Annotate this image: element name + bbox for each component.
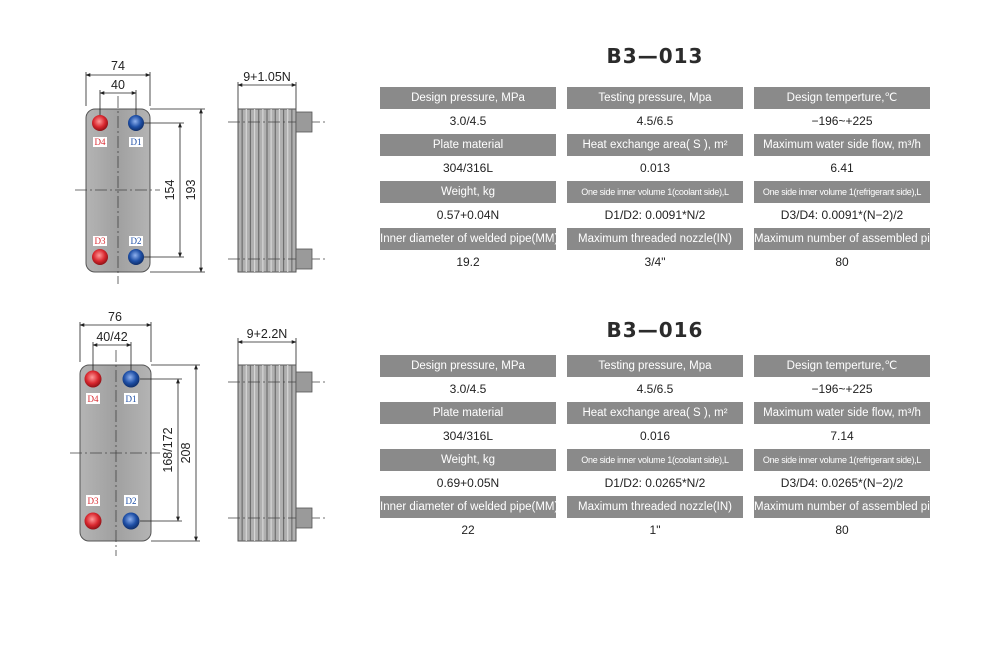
spec-label: Maximum water side flow, m³/h — [754, 134, 930, 156]
spec-value: 7.14 — [830, 429, 854, 443]
port-label: D2 — [126, 496, 137, 506]
spec-value: 19.2 — [456, 255, 480, 269]
dim-height: 208 — [179, 443, 193, 464]
spec-label: Maximum number of assembled pieces — [754, 496, 930, 518]
spec-label: Maximum number of assembled pieces — [754, 228, 930, 250]
spec-label: Plate material — [380, 134, 556, 156]
spec-value: 304/316L — [442, 161, 494, 175]
spec-value: 3/4" — [644, 255, 666, 269]
dim-port-spacing: 154 — [163, 180, 177, 201]
nozzle-icon — [295, 248, 313, 270]
dim-port-pitch: 40 — [111, 78, 125, 92]
spec-label: Weight, kg — [380, 181, 556, 203]
cold-port-icon — [128, 115, 144, 131]
spec-label: One side inner volume 1(coolant side),L — [567, 181, 743, 203]
port-label: D1 — [131, 137, 142, 147]
dim-port-spacing: 168/172 — [161, 427, 175, 472]
spec-label: Weight, kg — [380, 449, 556, 471]
dim-thickness: 9+2.2N — [247, 327, 288, 341]
spec-label: Maximum threaded nozzle(IN) — [567, 228, 743, 250]
cold-port-icon — [122, 370, 140, 388]
spec-label: One side inner volume 1(refrigerant side… — [754, 181, 930, 203]
port-label: D3 — [95, 236, 106, 246]
nozzle-icon — [295, 111, 313, 133]
spec-value: D3/D4: 0.0265*(N−2)/2 — [780, 476, 904, 490]
spec-value: 1" — [649, 523, 661, 537]
model-title: B3—016 — [606, 318, 704, 342]
spec-label: Heat exchange area( S ), m² — [567, 402, 743, 424]
spec-value: 0.57+0.04N — [436, 208, 500, 222]
spec-label: Maximum water side flow, m³/h — [754, 402, 930, 424]
dim-port-pitch: 40/42 — [96, 330, 127, 344]
port-label: D3 — [88, 496, 99, 506]
spec-value: 0.69+0.05N — [436, 476, 500, 490]
spec-label: Testing pressure, Mpa — [567, 87, 743, 109]
spec-label: One side inner volume 1(refrigerant side… — [754, 449, 930, 471]
spec-value: 80 — [835, 523, 849, 537]
spec-label: Design pressure, MPa — [380, 87, 556, 109]
front-view-1: 74 40 154 193 D4 D1 D3 D2 — [75, 59, 205, 284]
front-view-2: 76 40/42 168/172 208 D4 D1 D3 D2 — [70, 310, 200, 556]
spec-label: Design temperture,℃ — [754, 355, 930, 377]
port-label: D4 — [88, 394, 99, 404]
spec-value: 3.0/4.5 — [449, 114, 487, 128]
cold-port-icon — [122, 512, 140, 530]
port-label: D2 — [131, 236, 142, 246]
spec-label: Plate material — [380, 402, 556, 424]
spec-value: −196~+225 — [811, 382, 873, 396]
spec-label: Design pressure, MPa — [380, 355, 556, 377]
spec-value: 80 — [835, 255, 849, 269]
spec-label: Inner diameter of welded pipe(MM) — [380, 496, 556, 518]
spec-value: 22 — [461, 523, 475, 537]
spec-value: −196~+225 — [811, 114, 873, 128]
spec-value: D3/D4: 0.0091*(N−2)/2 — [780, 208, 904, 222]
spec-value: 3.0/4.5 — [449, 382, 487, 396]
spec-value: 6.41 — [830, 161, 854, 175]
plate-stack — [237, 108, 297, 273]
spec-label: One side inner volume 1(coolant side),L — [567, 449, 743, 471]
nozzle-icon — [295, 371, 313, 393]
plate-stack — [237, 364, 297, 542]
hot-port-icon — [92, 249, 108, 265]
model-title: B3—013 — [606, 44, 704, 68]
spec-value: 4.5/6.5 — [636, 382, 674, 396]
spec-label: Heat exchange area( S ), m² — [567, 134, 743, 156]
dim-width: 76 — [108, 310, 122, 324]
spec-value: 304/316L — [442, 429, 494, 443]
spec-value: 0.016 — [639, 429, 671, 443]
spec-table: Design pressure, MPa Testing pressure, Mp… — [380, 87, 930, 275]
spec-label: Inner diameter of welded pipe(MM) — [380, 228, 556, 250]
cold-port-icon — [128, 249, 144, 265]
spec-label: Testing pressure, Mpa — [567, 355, 743, 377]
side-view-1: 9+1.05N — [228, 70, 326, 273]
nozzle-icon — [295, 507, 313, 529]
spec-table: Design pressure, MPa Testing pressure, Mp… — [380, 355, 930, 543]
hot-port-icon — [84, 370, 102, 388]
spec-label: Design temperture,℃ — [754, 87, 930, 109]
dim-thickness: 9+1.05N — [243, 70, 291, 84]
port-label: D4 — [95, 137, 106, 147]
spec-label: Maximum threaded nozzle(IN) — [567, 496, 743, 518]
hot-port-icon — [84, 512, 102, 530]
spec-value: D1/D2: 0.0091*N/2 — [604, 208, 706, 222]
spec-value: 0.013 — [639, 161, 671, 175]
side-view-2: 9+2.2N — [228, 327, 326, 542]
hot-port-icon — [92, 115, 108, 131]
port-label: D1 — [126, 394, 137, 404]
spec-value: 4.5/6.5 — [636, 114, 674, 128]
spec-value: D1/D2: 0.0265*N/2 — [604, 476, 706, 490]
dim-height: 193 — [184, 180, 198, 201]
dim-width: 74 — [111, 59, 125, 73]
